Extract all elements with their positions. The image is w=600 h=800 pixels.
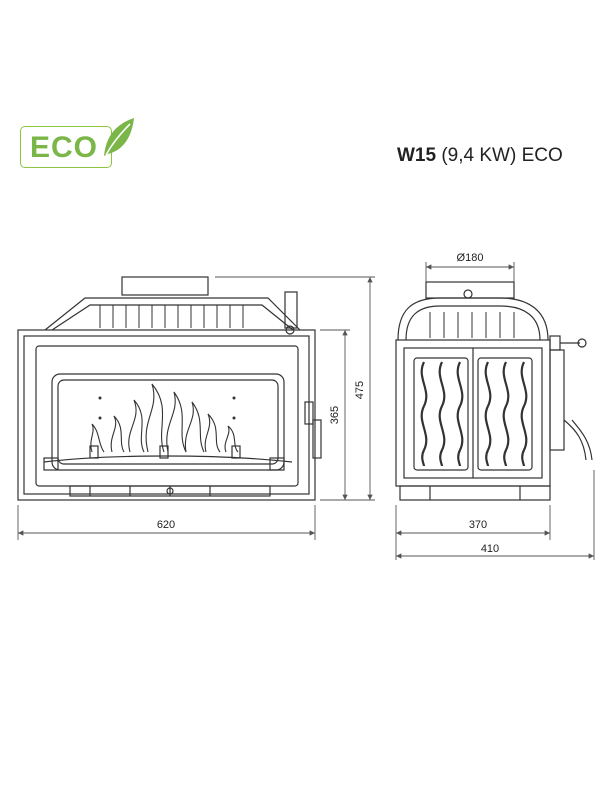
front-grate-clip <box>89 445 99 459</box>
front-door-latch <box>269 457 285 471</box>
side-hood-inner <box>405 305 541 341</box>
side-panel-left <box>413 357 469 471</box>
side-view <box>395 281 593 501</box>
front-hood-outline <box>44 297 301 331</box>
side-hood-outline <box>397 297 549 341</box>
dim-label-410: 410 <box>481 543 499 555</box>
side-dimensions <box>395 262 595 560</box>
dim-label-620: 620 <box>157 519 175 531</box>
flame-decoration <box>90 383 239 453</box>
front-glass-inner <box>57 379 279 465</box>
model-suffix: ECO <box>521 145 563 166</box>
dim-label-flue: Ø180 <box>457 252 484 264</box>
front-grate-clip <box>231 445 241 459</box>
side-wave-ribs <box>420 361 528 467</box>
eco-logo: ECO <box>20 118 136 172</box>
front-glass-dots <box>98 396 236 420</box>
front-body-inner <box>23 335 310 495</box>
front-dimensions <box>17 276 375 540</box>
front-flue-collar <box>121 276 209 296</box>
leaf-icon <box>104 118 134 156</box>
front-door-handle <box>304 401 314 425</box>
front-body-outline <box>17 329 316 501</box>
side-base <box>399 485 551 501</box>
side-knob <box>577 338 587 348</box>
side-hinge <box>549 335 561 351</box>
front-side-bracket <box>284 291 298 329</box>
dim-label-365: 365 <box>329 406 341 424</box>
front-handle-grip <box>312 419 322 459</box>
dim-label-370: 370 <box>469 519 487 531</box>
side-door-edge <box>549 349 565 451</box>
model-title: W15 (9,4 KW) ECO <box>397 145 563 167</box>
front-view <box>17 276 322 501</box>
front-hood-inner <box>51 304 294 331</box>
model-name: W15 <box>397 145 437 166</box>
front-door-latch <box>43 457 59 471</box>
front-grate-clip <box>159 445 169 459</box>
side-lift-ring <box>463 289 473 299</box>
side-hood-ribs <box>429 312 515 338</box>
model-power: (9,4 KW) <box>441 145 517 166</box>
front-door-frame <box>35 345 299 487</box>
dim-label-475: 475 <box>354 381 366 399</box>
side-panel-right <box>477 357 533 471</box>
front-hood-ribs <box>99 305 244 328</box>
eco-logo-text: ECO <box>30 131 99 164</box>
side-handle <box>563 419 587 461</box>
side-handle-outer <box>571 419 593 461</box>
front-glass-window <box>51 373 285 471</box>
front-grate-bar <box>43 455 293 463</box>
